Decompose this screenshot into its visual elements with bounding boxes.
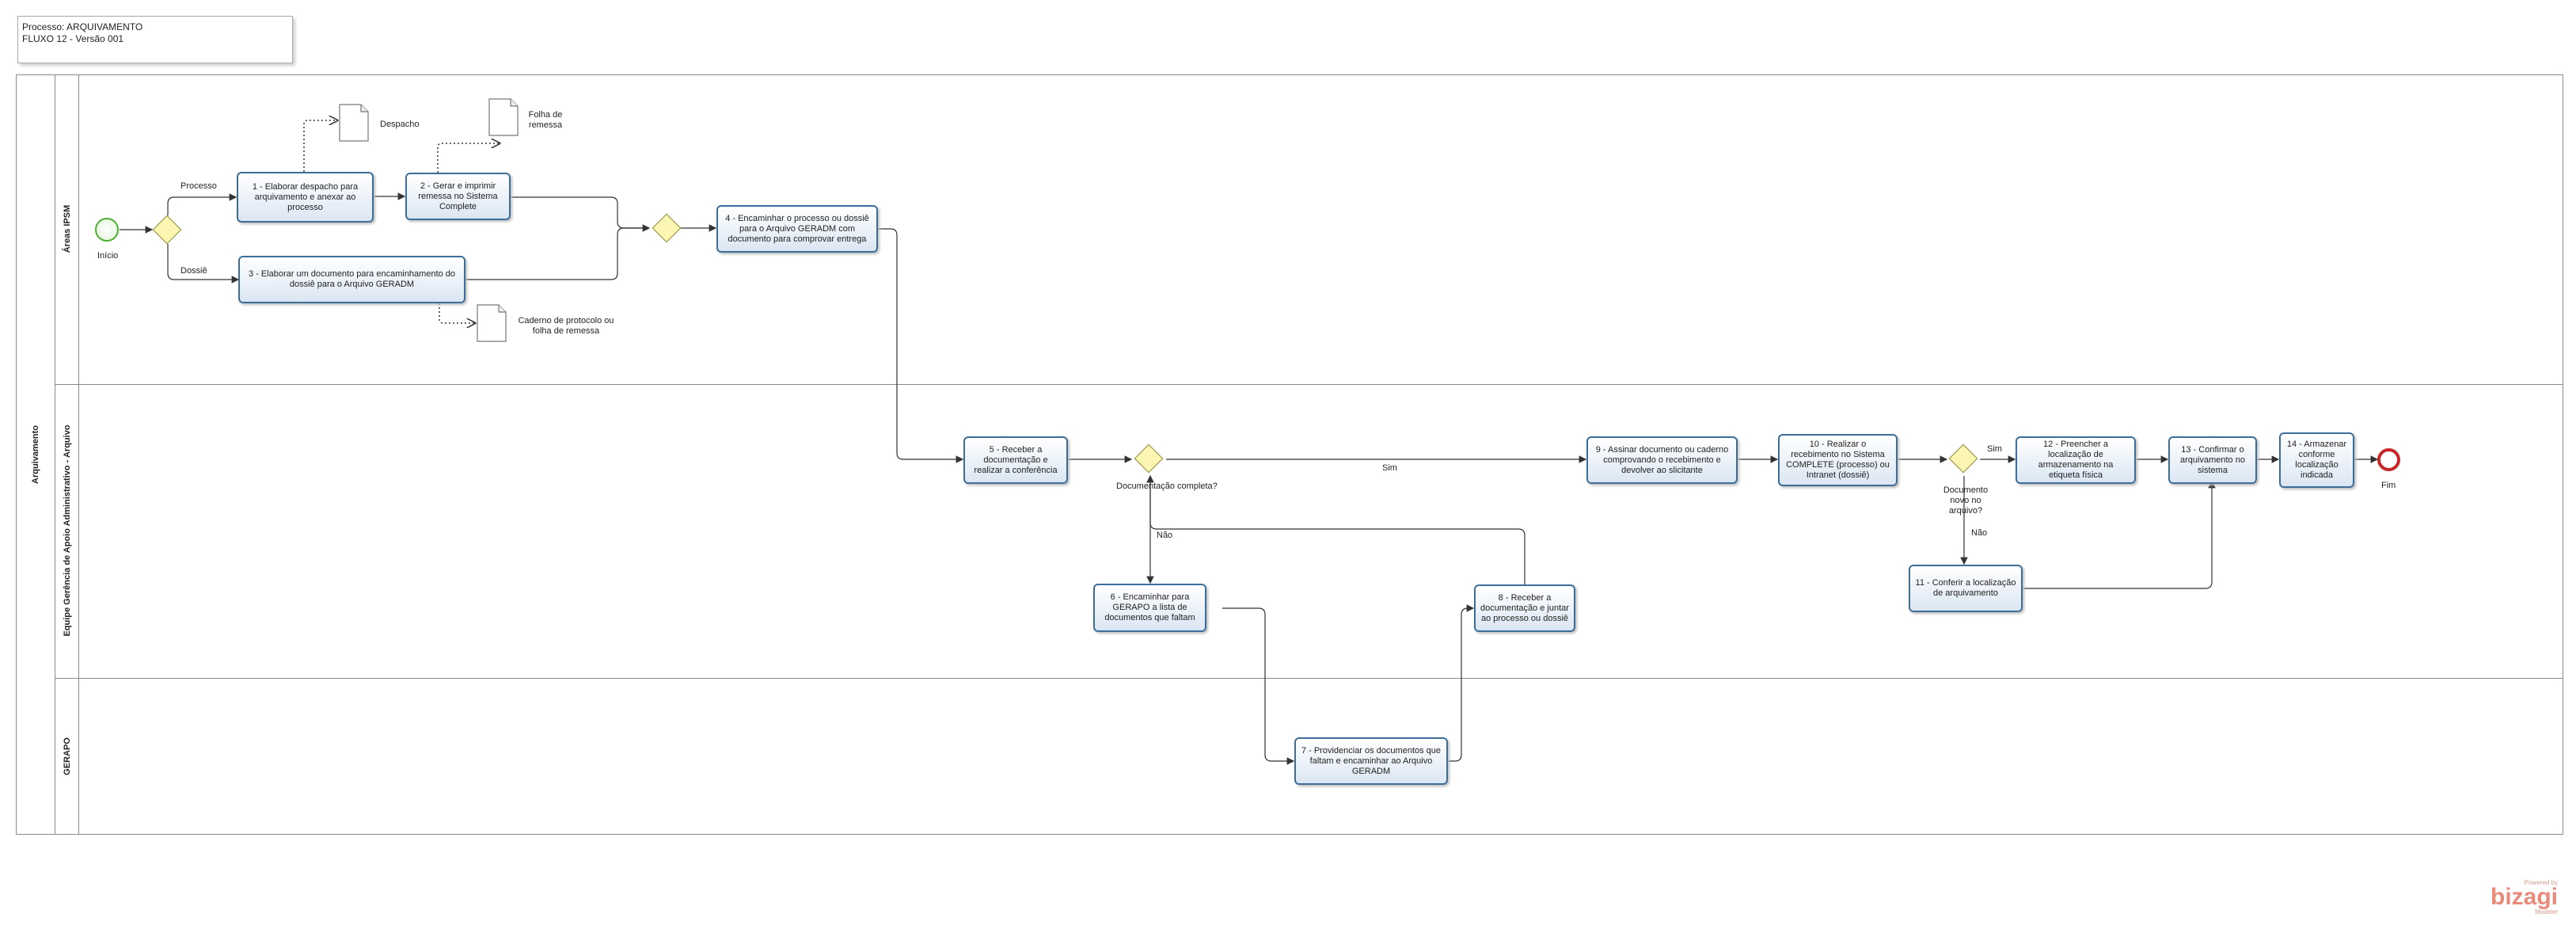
start-event[interactable]	[95, 218, 119, 242]
logo-brand-text: bizagi	[2491, 884, 2559, 910]
task-6[interactable]: 6 - Encaminhar para GERAPO a lista de do…	[1093, 584, 1206, 632]
pool	[16, 74, 2563, 835]
logo-sub-text: Modeler	[2535, 908, 2559, 915]
flow-8-to-gateway	[1146, 474, 1525, 587]
end-event[interactable]	[2377, 448, 2400, 471]
association-despacho	[303, 120, 337, 172]
flow-6-to-7	[1222, 607, 1295, 765]
task-4[interactable]: 4 - Encaminhar o processo ou dossiê para…	[716, 205, 878, 253]
flow-processo	[167, 193, 237, 215]
document-icon	[339, 104, 369, 142]
bizagi-logo: Powered by bizagi Modeler	[2491, 879, 2558, 915]
flow-label-sim: Sim	[1987, 444, 2002, 454]
flow-11-to-13	[2023, 480, 2216, 589]
flow-4-to-5	[878, 228, 964, 463]
task-14[interactable]: 14 - Armazenar conforme localização indi…	[2279, 432, 2354, 488]
task-10[interactable]: 10 - Realizar o recebimento no Sistema C…	[1778, 434, 1898, 486]
task-8[interactable]: 8 - Receber a documentação e juntar ao p…	[1474, 584, 1575, 632]
document-icon	[477, 304, 507, 342]
gateway-label: Documento novo no arquivo?	[1943, 485, 1989, 516]
lane-header-ipsm	[55, 74, 79, 384]
lane-header-arquivo	[55, 384, 79, 678]
lane-divider	[55, 384, 2563, 385]
artifact-label: Folha de remessa	[528, 110, 563, 130]
gateway-label: Documentação completa?	[1116, 482, 1218, 491]
task-13[interactable]: 13 - Confirmar o arquivamento no sistema	[2168, 436, 2257, 484]
task-5[interactable]: 5 - Receber a documentação e realizar a …	[963, 436, 1068, 484]
association-folha	[437, 143, 500, 173]
task-12[interactable]: 12 - Preencher a localização de armazena…	[2016, 436, 2136, 484]
lane-divider	[55, 678, 2563, 679]
flow-label-nao: Não	[1971, 528, 1988, 538]
start-label: Início	[97, 251, 119, 261]
flow-version: FLUXO 12 - Versão 001	[22, 33, 124, 44]
task-7[interactable]: 7 - Providenciar os documentos que falta…	[1294, 737, 1448, 785]
process-title: Processo: ARQUIVAMENTO	[22, 21, 143, 32]
flow-label-dossie: Dossiê	[180, 266, 207, 276]
task-3[interactable]: 3 - Elaborar um documento para encaminha…	[238, 256, 465, 303]
task-1[interactable]: 1 - Elaborar despacho para arquivamento …	[237, 172, 374, 223]
flow-7-to-8	[1448, 604, 1475, 762]
lane-header-gerapo	[55, 678, 79, 835]
flow-2-to-merge	[511, 196, 651, 232]
task-11[interactable]: 11 - Conferir a localização de arquivame…	[1909, 565, 2023, 612]
flow-label-sim: Sim	[1382, 463, 1397, 473]
artifact-label: Caderno de protocolo ou folha de remessa	[518, 316, 614, 336]
task-9[interactable]: 9 - Assinar documento ou caderno comprov…	[1586, 436, 1738, 484]
association-caderno	[439, 299, 475, 323]
flow-3-to-merge	[465, 227, 649, 280]
flow-label-processo: Processo	[180, 181, 217, 191]
document-icon	[488, 98, 519, 136]
process-header: Processo: ARQUIVAMENTO FLUXO 12 - Versão…	[17, 16, 293, 63]
artifact-label: Despacho	[380, 120, 420, 129]
flow-label-nao: Não	[1157, 531, 1173, 540]
task-2[interactable]: 2 - Gerar e imprimir remessa no Sistema …	[405, 173, 511, 220]
flow-dossie	[167, 244, 240, 284]
end-label: Fim	[2381, 481, 2396, 490]
pool-header	[16, 74, 55, 835]
logo-powered-text: Powered by	[2524, 879, 2559, 886]
